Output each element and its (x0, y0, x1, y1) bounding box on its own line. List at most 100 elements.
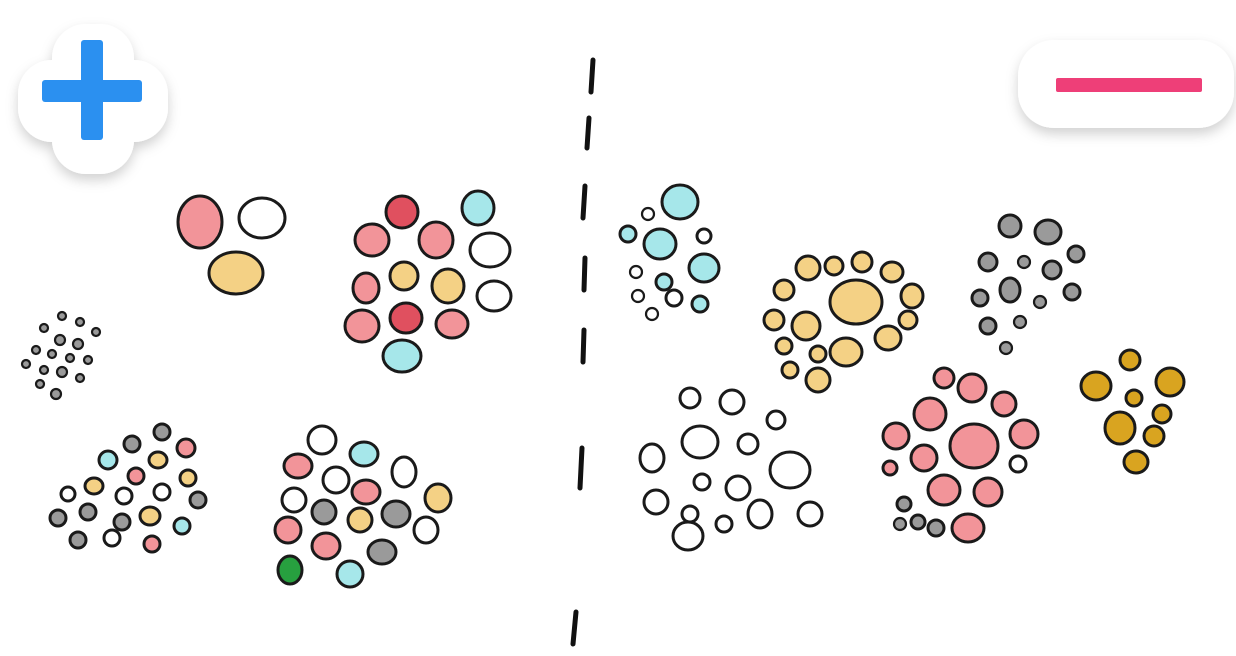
dot-gray (48, 350, 56, 358)
dot-yellow (901, 284, 923, 308)
dot-gray (894, 518, 906, 530)
dot-white (666, 290, 682, 306)
dot-gray (124, 436, 140, 452)
dot-yellow (390, 262, 418, 290)
dot-gray (190, 492, 206, 508)
dot-gray (312, 500, 336, 524)
dot-white (477, 281, 511, 311)
dot-red (352, 480, 380, 504)
dot-red (950, 424, 998, 468)
dot-red (128, 468, 144, 484)
divider-dash (573, 612, 576, 644)
dot-yellow (782, 362, 798, 378)
dot-white (682, 506, 698, 522)
dot-red (914, 398, 946, 430)
cluster-neg-pink (883, 368, 1038, 542)
dot-gray (911, 515, 925, 529)
dot-white (646, 308, 658, 320)
dot-white (720, 390, 744, 414)
cluster-pos-small-mixed (50, 424, 206, 552)
dot-gray (1043, 261, 1061, 279)
dot-white (239, 198, 285, 238)
dot-gray (1014, 316, 1026, 328)
positive-badge (18, 24, 168, 174)
dot-gray (928, 520, 944, 536)
dot-white (767, 411, 785, 429)
dot-darkred (390, 303, 422, 333)
dot-darkred (386, 196, 418, 228)
dot-red (958, 374, 986, 402)
dot-red (345, 310, 379, 342)
dot-red (974, 478, 1002, 506)
divider-dash (587, 118, 589, 148)
dot-gold (1081, 372, 1111, 400)
dot-gray (57, 367, 67, 377)
dot-cyan (662, 185, 698, 219)
dot-yellow (796, 256, 820, 280)
dot-white (1010, 456, 1026, 472)
divider-dash (583, 330, 584, 362)
dot-gray (382, 501, 410, 527)
dot-red (436, 310, 468, 338)
dot-yellow (180, 470, 196, 486)
dot-red (178, 196, 222, 248)
dot-gold (1105, 412, 1135, 444)
dot-yellow (140, 507, 160, 525)
cluster-neg-yellow (764, 252, 923, 392)
dot-gray (92, 328, 100, 336)
cluster-neg-white (640, 388, 822, 550)
dot-gray (70, 532, 86, 548)
dot-red (275, 517, 301, 543)
dot-gold (1153, 405, 1171, 423)
cluster-pos-tiny-gray (22, 312, 100, 399)
dot-red (952, 514, 984, 542)
dot-gray (55, 335, 65, 345)
dot-yellow (764, 310, 784, 330)
dot-gray (368, 540, 396, 564)
dot-yellow (776, 338, 792, 354)
dot-white (694, 474, 710, 490)
cluster-neg-gold (1081, 350, 1184, 473)
divider-dash (584, 258, 585, 290)
divider-dash (583, 186, 585, 218)
cluster-pos-mixed-large (345, 191, 511, 372)
dot-white (798, 502, 822, 526)
divider-dash (591, 60, 593, 92)
cluster-neg-cyan (620, 185, 719, 320)
dot-cyan (350, 442, 378, 466)
minus-icon (1056, 78, 1202, 92)
dot-gray (1000, 342, 1012, 354)
dot-white (154, 484, 170, 500)
dot-red (177, 439, 195, 457)
dot-white (104, 530, 120, 546)
dot-white (61, 487, 75, 501)
dot-gray (1018, 256, 1030, 268)
dot-white (642, 208, 654, 220)
dot-red (934, 368, 954, 388)
dot-white (282, 488, 306, 512)
cluster-pos-colorful (275, 426, 451, 587)
dot-yellow (209, 252, 263, 294)
dot-red (144, 536, 160, 552)
dot-gray (76, 318, 84, 326)
dot-gray (980, 318, 996, 334)
dot-white (748, 500, 772, 528)
dot-white (726, 476, 750, 500)
dot-gray (1000, 278, 1020, 302)
dot-gray (66, 354, 74, 362)
dot-red (992, 392, 1016, 416)
dot-red (284, 454, 312, 478)
dot-yellow (774, 280, 794, 300)
dot-gray (114, 514, 130, 530)
dot-yellow (875, 326, 901, 350)
dot-gray (897, 497, 911, 511)
dot-gray (73, 339, 83, 349)
dot-gray (80, 504, 96, 520)
dot-yellow (348, 508, 372, 532)
dot-white (716, 516, 732, 532)
dot-cyan (644, 229, 676, 259)
dot-red (353, 273, 379, 303)
dot-red (883, 423, 909, 449)
dot-white (770, 452, 810, 488)
